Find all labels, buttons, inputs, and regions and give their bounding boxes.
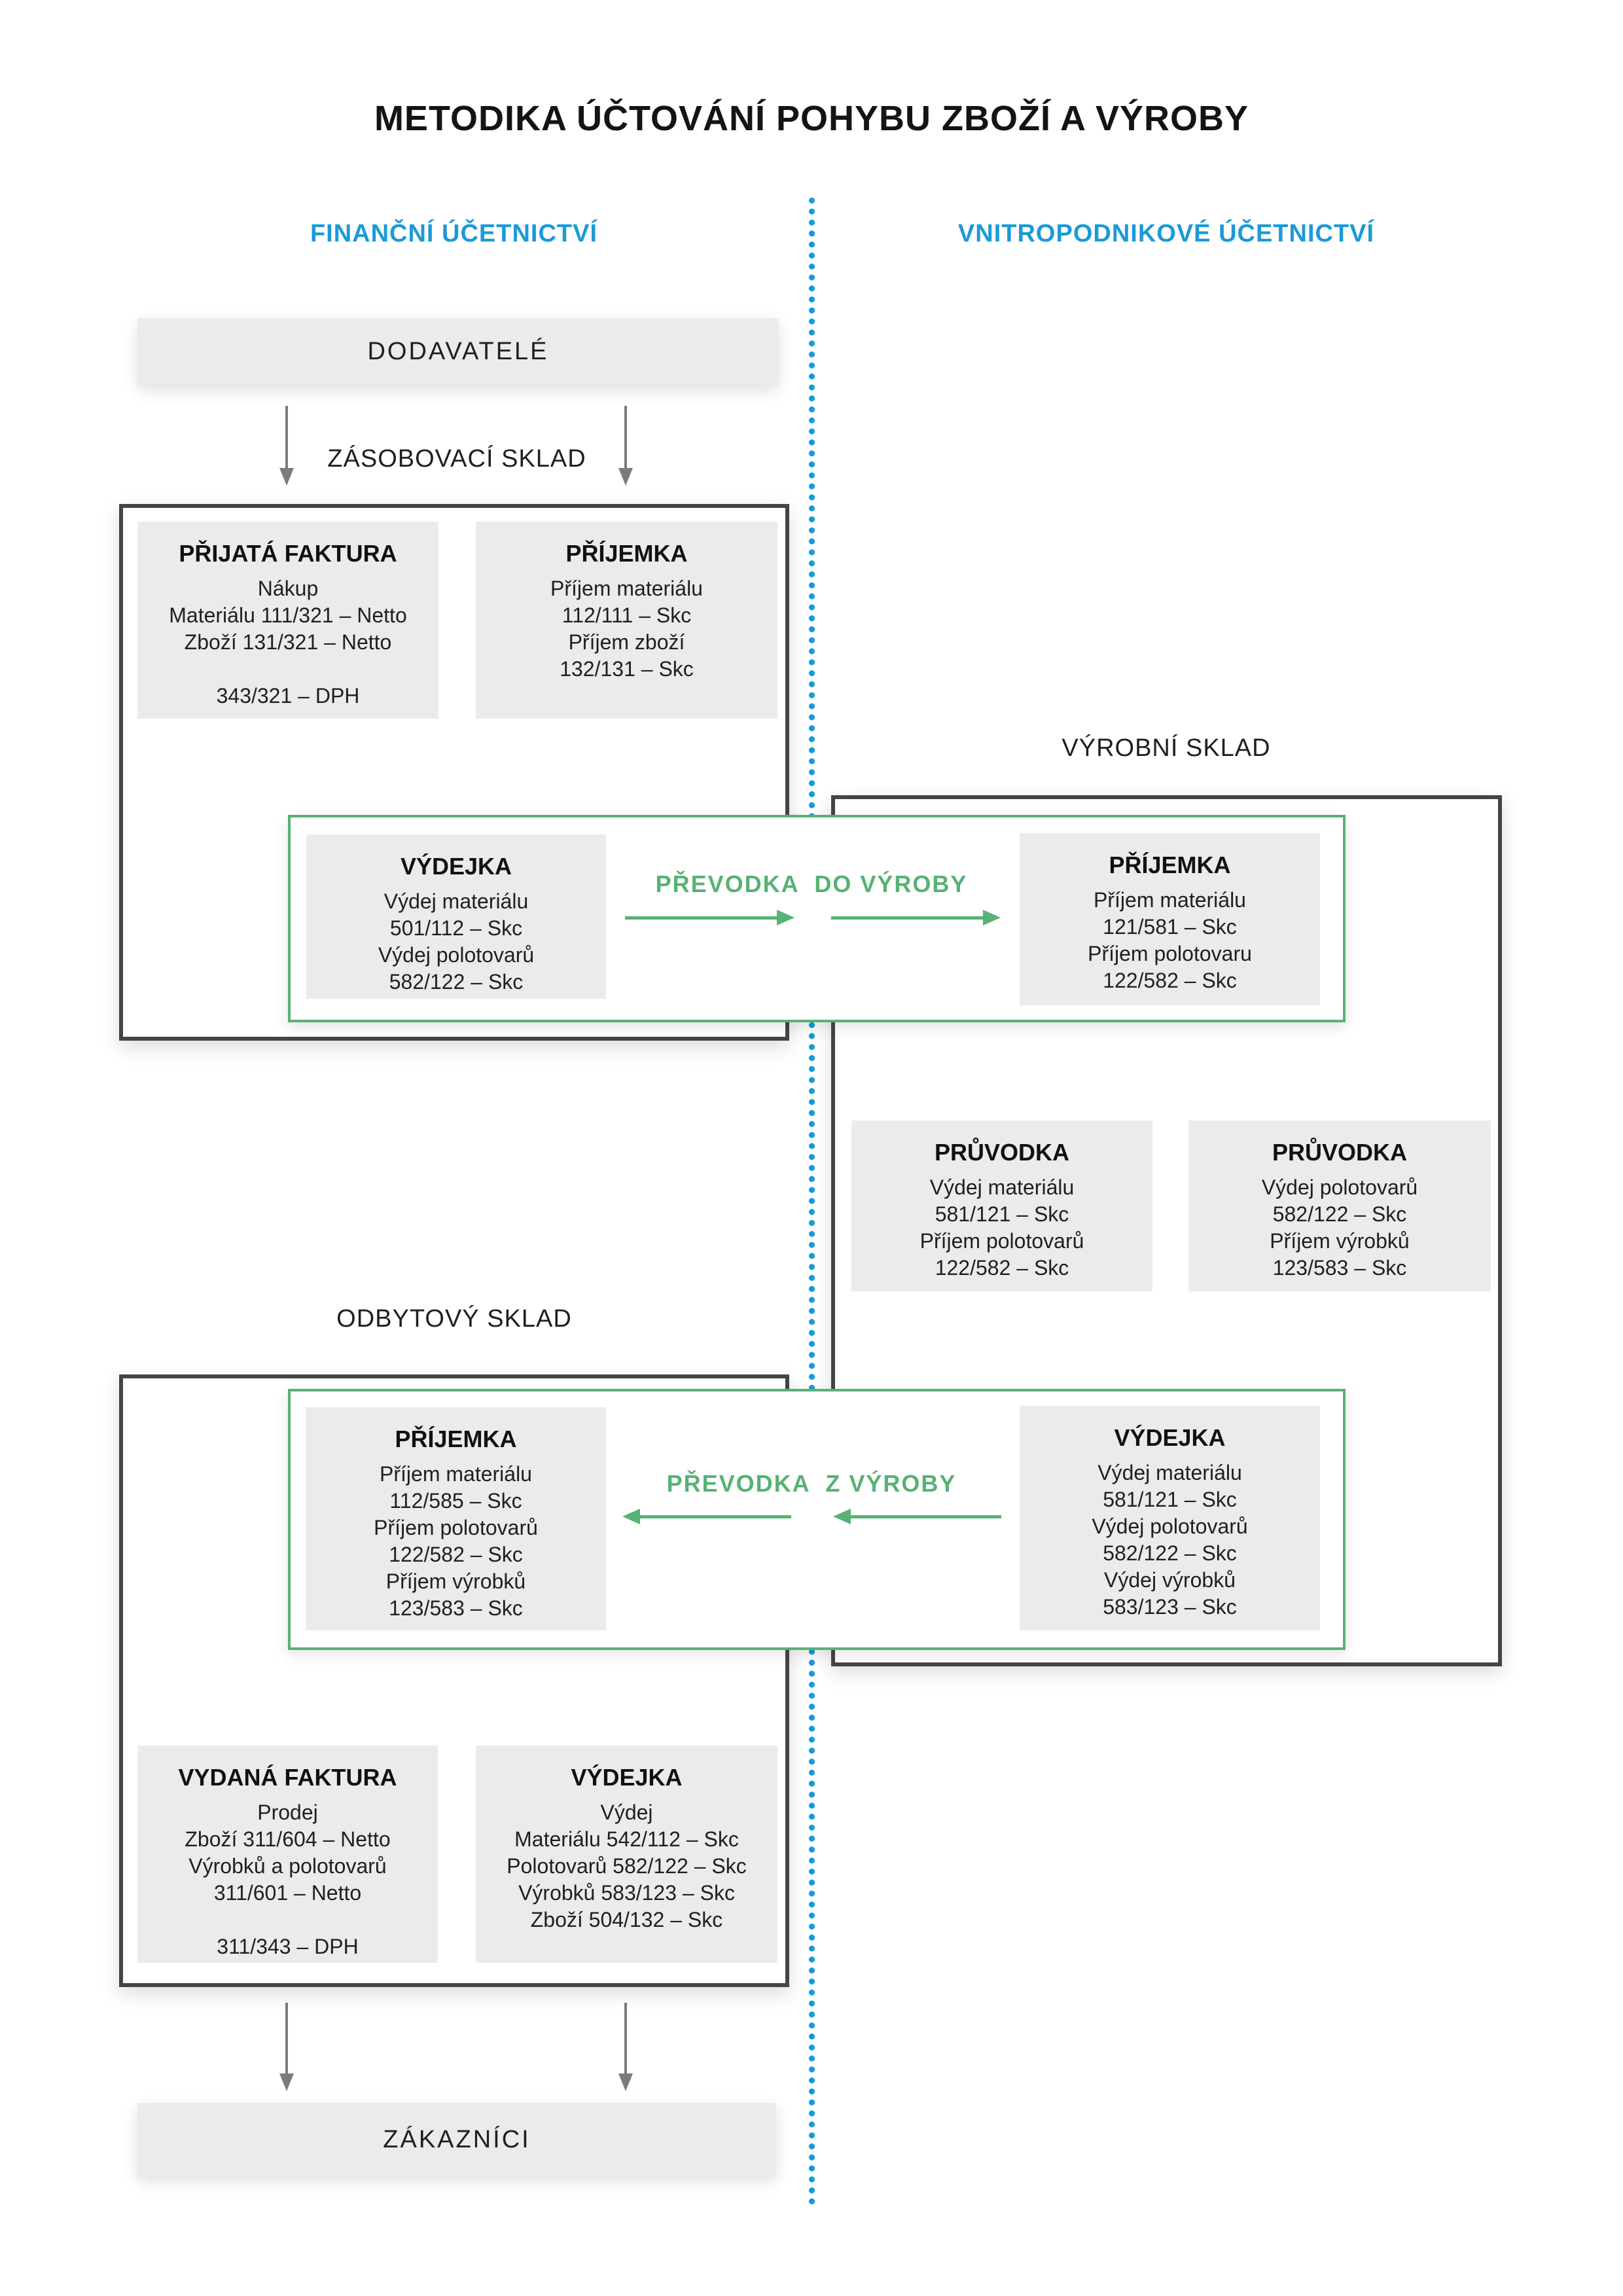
doc-line: Výdej výrobků — [1104, 1568, 1236, 1592]
doc-title: PŘÍJEMKA — [1109, 852, 1231, 878]
page-title: METODIKA ÚČTOVÁNÍ POHYBU ZBOŽÍ A VÝROBY — [374, 99, 1249, 138]
green-arrow-left-1 — [622, 1509, 791, 1524]
doc-line: 581/121 – Skc — [1103, 1488, 1237, 1511]
doc-title: VYDANÁ FAKTURA — [178, 1764, 397, 1791]
down-arrow-supply-right — [618, 406, 633, 486]
doc-line: 311/601 – Netto — [213, 1881, 362, 1905]
doc-title: VÝDEJKA — [400, 853, 512, 880]
doc-pruvodka-2: PRŮVODKA Výdej polotovarů 582/122 – Skc … — [1188, 1121, 1491, 1291]
doc-line: Výrobků a polotovarů — [188, 1854, 387, 1878]
doc-line: Příjem výrobků — [385, 1570, 526, 1593]
doc-title: PŘIJATÁ FAKTURA — [179, 540, 397, 567]
doc-line: Výdej polotovarů — [1092, 1515, 1248, 1538]
doc-line: 582/122 – Skc — [1103, 1541, 1237, 1565]
doc-line: 122/582 – Skc — [1103, 969, 1237, 992]
doc-line: 122/582 – Skc — [389, 1543, 523, 1566]
doc-title: VÝDEJKA — [571, 1764, 683, 1791]
doc-line: Příjem polotovarů — [374, 1516, 538, 1539]
down-arrow-supply-left — [279, 406, 294, 486]
transfer-from-production-label: PŘEVODKA Z VÝROBY — [666, 1470, 957, 1497]
doc-pruvodka-1: PRŮVODKA Výdej materiálu 581/121 – Skc P… — [851, 1121, 1152, 1291]
column-header-financial: FINANČNÍ ÚČETNICTVÍ — [310, 220, 598, 247]
doc-title: PRŮVODKA — [934, 1139, 1069, 1166]
doc-line: Výdej materiálu — [929, 1175, 1075, 1199]
doc-vydejka-z-vyroby: VÝDEJKA Výdej materiálu 581/121 – Skc Vý… — [1020, 1406, 1320, 1630]
suppliers-box: DODAVATELÉ — [137, 318, 779, 386]
doc-vydejka-prodej: VÝDEJKA Výdej Materiálu 542/112 – Skc Po… — [476, 1746, 777, 1963]
doc-title: PŘÍJEMKA — [565, 540, 688, 567]
doc-prijata-faktura: PŘIJATÁ FAKTURA Nákup Materiálu 111/321 … — [137, 522, 438, 719]
doc-line: Příjem polotovaru — [1088, 942, 1252, 965]
doc-line: Příjem materiálu — [1094, 888, 1246, 912]
doc-line: Příjem materiálu — [550, 577, 703, 600]
doc-line: Výdej materiálu — [1097, 1461, 1242, 1484]
doc-line: Materiálu 111/321 – Netto — [169, 603, 407, 627]
doc-title: PRŮVODKA — [1272, 1139, 1407, 1166]
down-arrow-customers-left — [279, 2003, 294, 2091]
doc-title: VÝDEJKA — [1114, 1424, 1226, 1451]
doc-line: Výdej materiálu — [383, 889, 529, 913]
doc-line: 123/583 – Skc — [389, 1596, 523, 1620]
doc-line: Zboží 504/132 – Skc — [530, 1908, 723, 1931]
doc-prijemka-zasobovaci: PŘÍJEMKA Příjem materiálu 112/111 – Skc … — [476, 522, 777, 719]
green-arrow-right-1 — [625, 910, 794, 925]
down-arrow-customers-right — [618, 2003, 633, 2091]
supply-warehouse-label: ZÁSOBOVACÍ SKLAD — [327, 445, 586, 473]
doc-line: Příjem polotovarů — [919, 1229, 1084, 1253]
doc-line: 122/582 – Skc — [935, 1256, 1069, 1280]
doc-line: Materiálu 542/112 – Skc — [514, 1827, 739, 1851]
doc-line: 583/123 – Skc — [1103, 1595, 1237, 1619]
doc-line: 501/112 – Skc — [389, 916, 523, 940]
doc-line — [137, 1907, 438, 1933]
doc-line: Výdej polotovarů — [1261, 1175, 1418, 1199]
doc-line: Příjem materiálu — [380, 1462, 532, 1486]
doc-line: Zboží 311/604 – Netto — [185, 1827, 391, 1851]
doc-line: 343/321 – DPH — [216, 684, 360, 708]
doc-prijemka-odbytovy: PŘÍJEMKA Příjem materiálu 112/585 – Skc … — [306, 1407, 606, 1630]
doc-line: Prodej — [257, 1801, 318, 1824]
dotted-divider-line — [809, 195, 815, 2206]
suppliers-label: DODAVATELÉ — [367, 338, 549, 365]
production-warehouse-label: VÝROBNÍ SKLAD — [1061, 734, 1271, 762]
doc-line: Výdej polotovarů — [378, 943, 535, 967]
doc-vydana-faktura: VYDANÁ FAKTURA Prodej Zboží 311/604 – Ne… — [137, 1746, 438, 1963]
doc-line: Výdej — [600, 1801, 653, 1824]
doc-line — [137, 656, 438, 683]
doc-line: 582/122 – Skc — [1272, 1202, 1407, 1226]
doc-title: PŘÍJEMKA — [395, 1426, 517, 1452]
doc-vydejka-do-vyroby: VÝDEJKA Výdej materiálu 501/112 – Skc Vý… — [306, 834, 606, 999]
green-arrow-left-2 — [833, 1509, 1001, 1524]
doc-line: Nákup — [257, 577, 319, 600]
sales-warehouse-label: ODBYTOVÝ SKLAD — [336, 1305, 572, 1333]
doc-line: Příjem výrobků — [1270, 1229, 1410, 1253]
doc-line: 132/131 – Skc — [560, 657, 694, 681]
green-arrow-right-2 — [831, 910, 1001, 925]
doc-line: 112/585 – Skc — [389, 1489, 522, 1513]
column-header-internal: VNITROPODNIKOVÉ ÚČETNICTVÍ — [957, 220, 1375, 247]
doc-line: 581/121 – Skc — [935, 1202, 1069, 1226]
doc-line: 311/343 – DPH — [217, 1935, 359, 1958]
doc-line: Výrobků 583/123 – Skc — [518, 1881, 735, 1905]
doc-line: 582/122 – Skc — [389, 970, 524, 994]
customers-box: ZÁKAZNÍCI — [137, 2103, 776, 2177]
customers-label: ZÁKAZNÍCI — [383, 2126, 531, 2153]
doc-line: Zboží 131/321 – Netto — [184, 630, 392, 654]
doc-line: Příjem zboží — [568, 630, 685, 654]
doc-line: 123/583 – Skc — [1272, 1256, 1407, 1280]
doc-line: Polotovarů 582/122 – Skc — [507, 1854, 747, 1878]
transfer-to-production-label: PŘEVODKA DO VÝROBY — [655, 870, 968, 897]
doc-line: 121/581 – Skc — [1103, 915, 1237, 939]
doc-prijemka-vyrobni: PŘÍJEMKA Příjem materiálu 121/581 – Skc … — [1020, 833, 1320, 1005]
doc-line: 112/111 – Skc — [562, 603, 692, 627]
